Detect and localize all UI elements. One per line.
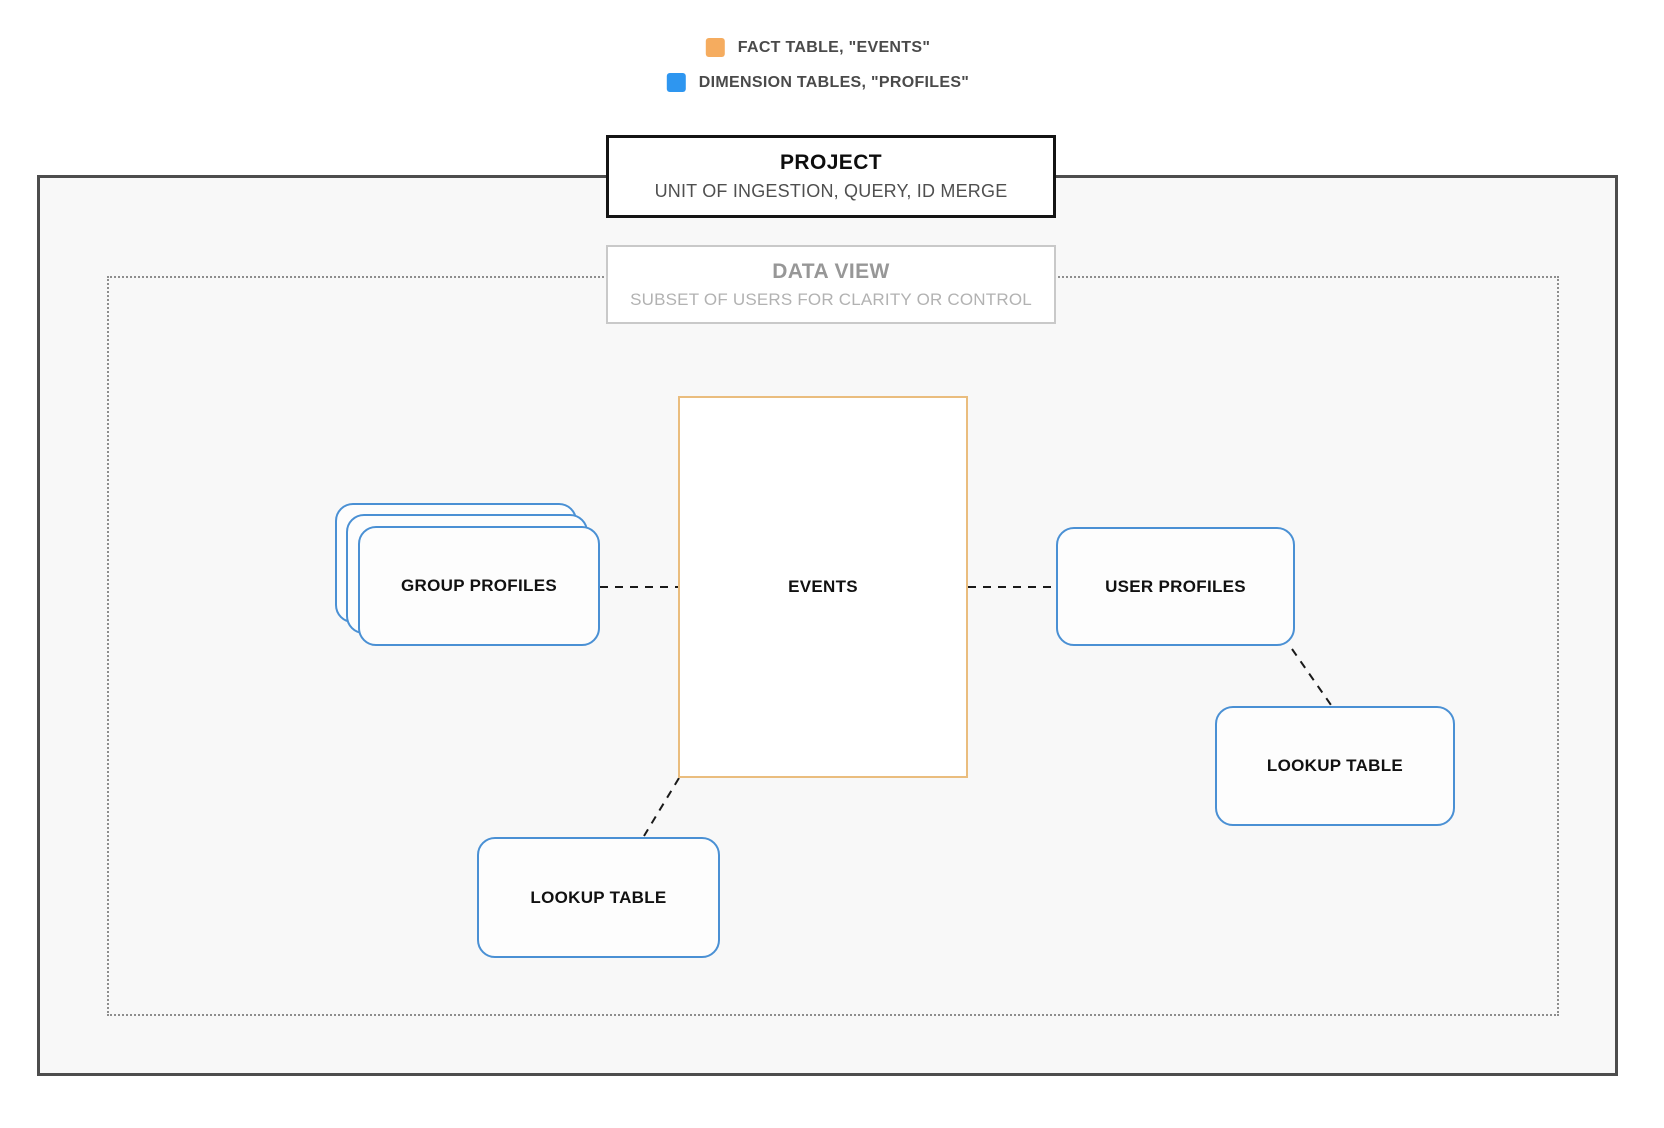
- group-profiles-stack-card-front: GROUP PROFILES: [358, 526, 600, 646]
- node-events-label: EVENTS: [788, 577, 858, 596]
- fact-table-swatch-icon: [705, 38, 725, 57]
- data-view-header-box: DATA VIEW SUBSET OF USERS FOR CLARITY OR…: [606, 245, 1056, 324]
- legend-label-fact-table: FACT TABLE, "EVENTS": [737, 38, 931, 56]
- node-user-profiles: USER PROFILES: [1056, 527, 1295, 646]
- node-group-profiles-label: GROUP PROFILES: [401, 576, 557, 595]
- data-view-subtitle: SUBSET OF USERS FOR CLARITY OR CONTROL: [630, 289, 1032, 309]
- project-subtitle: UNIT OF INGESTION, QUERY, ID MERGE: [654, 181, 1008, 201]
- node-user-profiles-label: USER PROFILES: [1105, 576, 1246, 596]
- node-events: EVENTS: [678, 396, 968, 778]
- data-view-title: DATA VIEW: [772, 259, 890, 283]
- legend-item-fact-table: FACT TABLE, "EVENTS": [705, 38, 931, 57]
- legend-label-dimension-tables: DIMENSION TABLES, "PROFILES": [698, 73, 970, 91]
- project-title: PROJECT: [780, 151, 882, 174]
- legend: FACT TABLE, "EVENTS" DIMENSION TABLES, "…: [666, 38, 970, 92]
- legend-item-dimension-tables: DIMENSION TABLES, "PROFILES": [666, 73, 970, 92]
- dimension-tables-swatch-icon: [666, 73, 686, 92]
- node-lookup-table-right: LOOKUP TABLE: [1215, 706, 1455, 826]
- node-lookup-table-bottom-label: LOOKUP TABLE: [530, 887, 667, 907]
- node-lookup-table-right-label: LOOKUP TABLE: [1266, 756, 1404, 775]
- project-header-box: PROJECT UNIT OF INGESTION, QUERY, ID MER…: [606, 135, 1056, 218]
- node-lookup-table-bottom: LOOKUP TABLE: [477, 837, 720, 958]
